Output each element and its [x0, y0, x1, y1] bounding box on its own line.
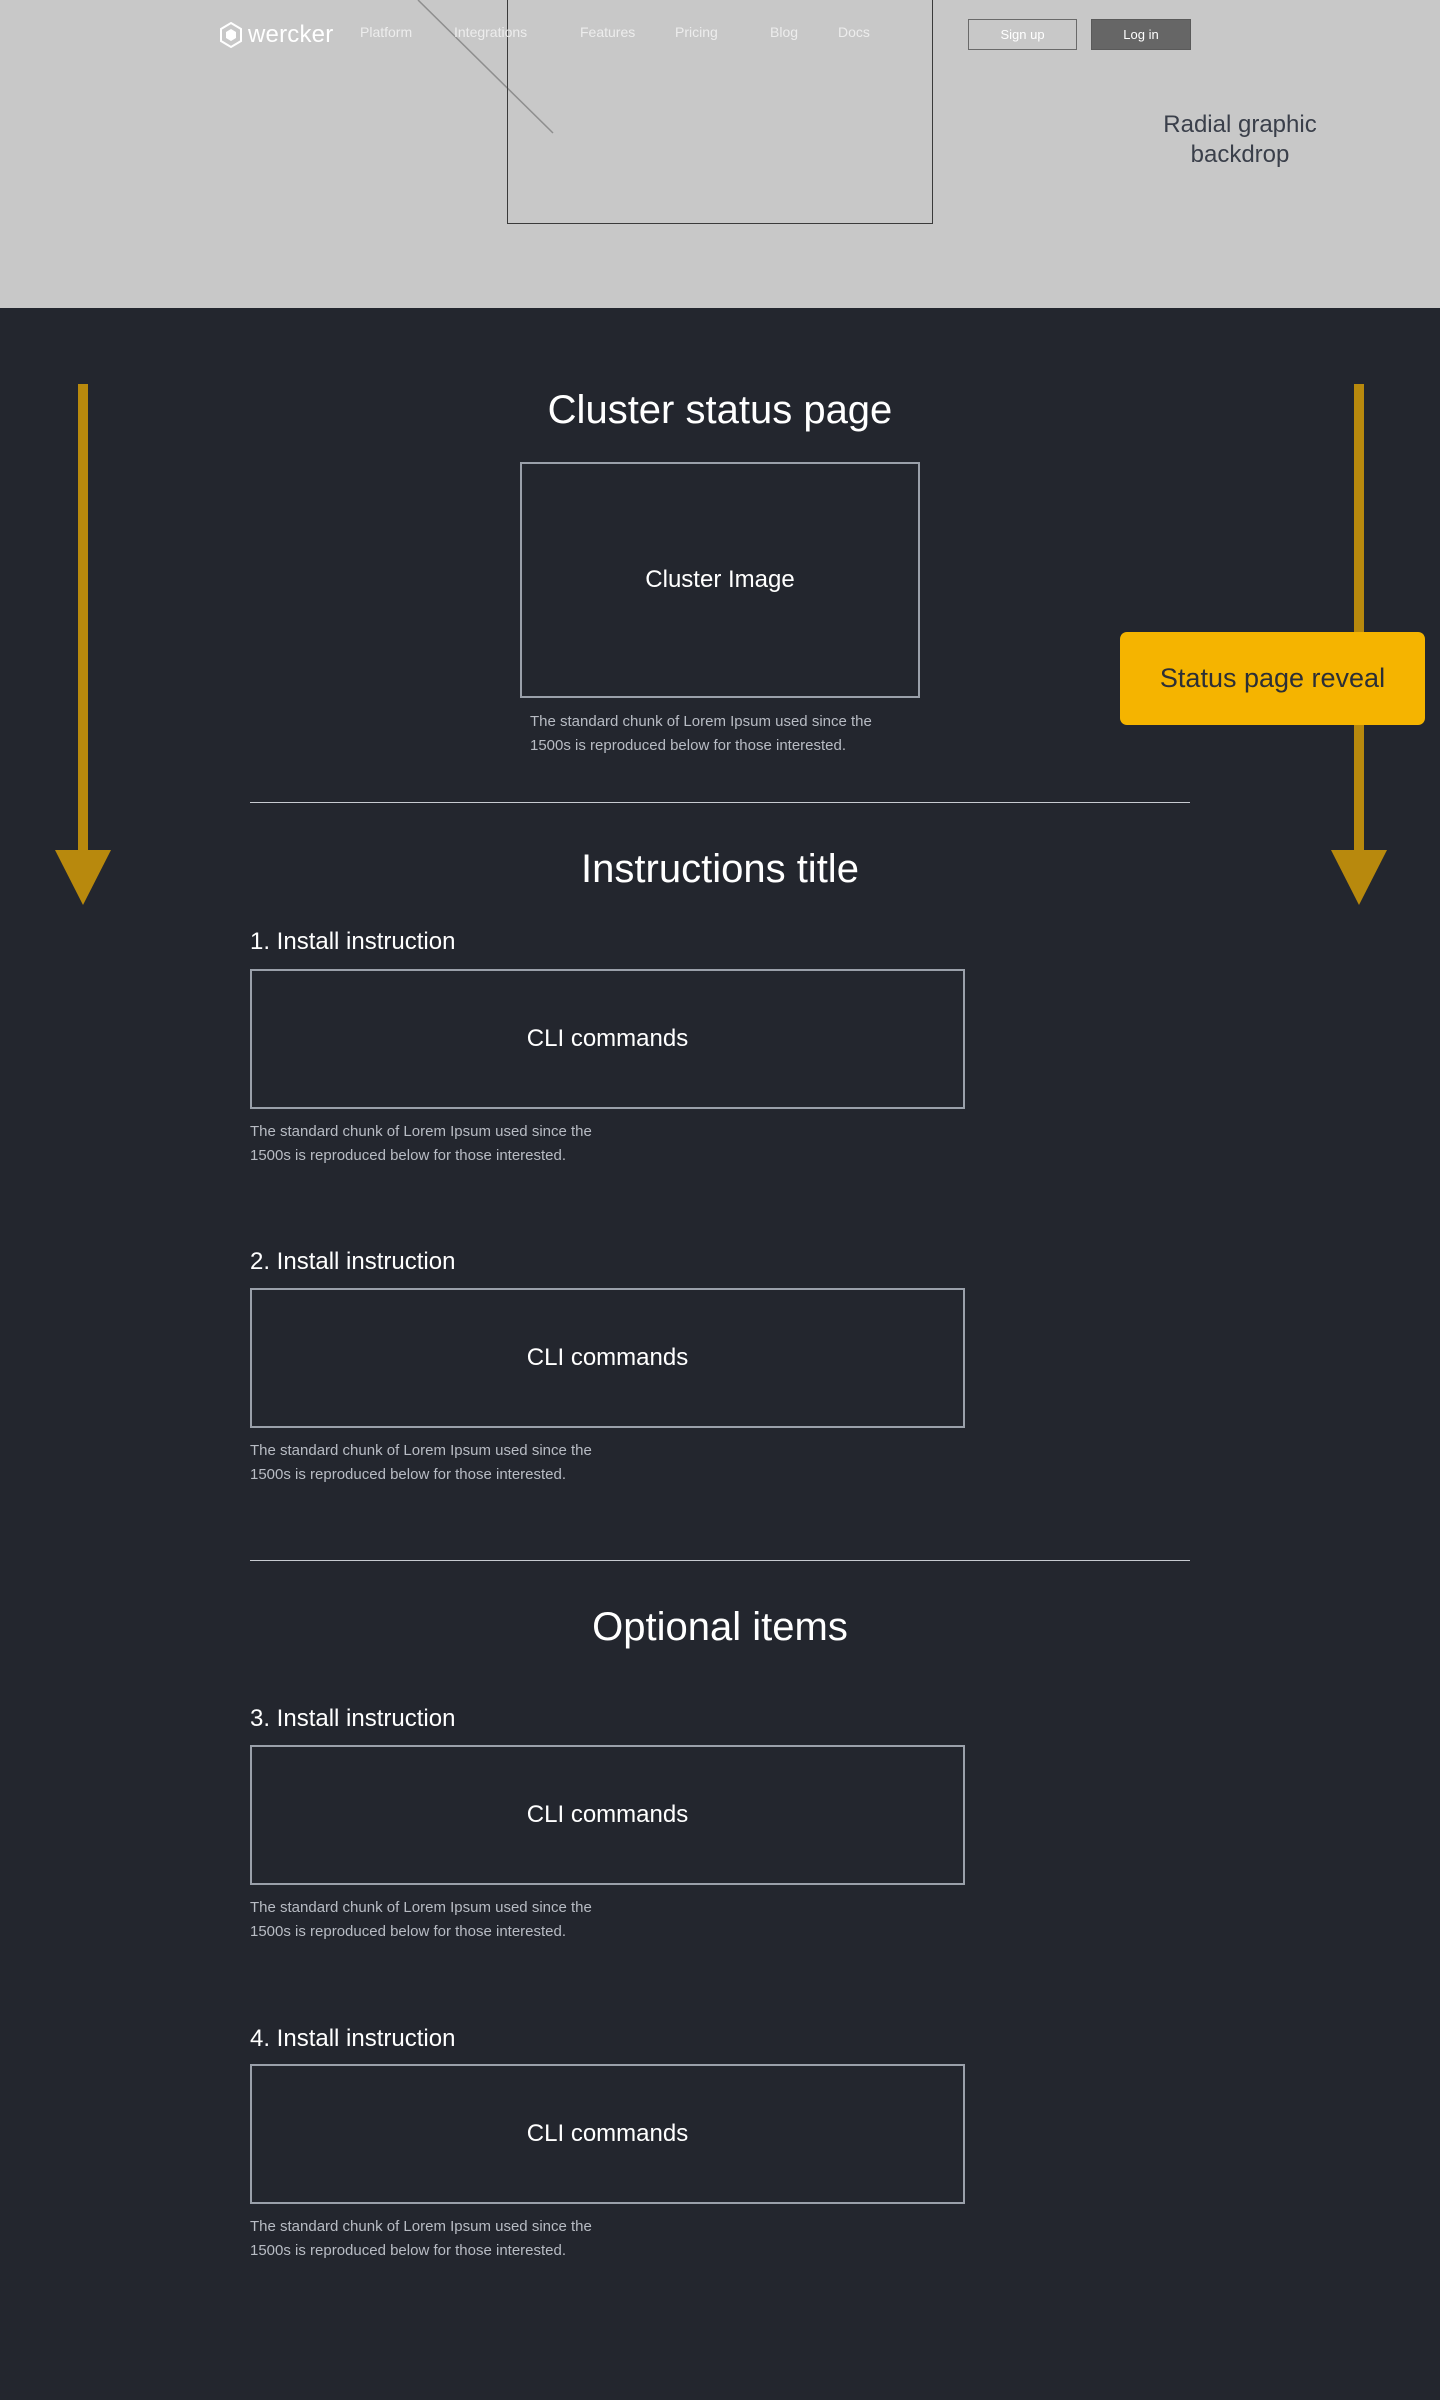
status-page-reveal-label: Status page reveal — [1159, 663, 1386, 693]
instruction-title: 4. Install instruction — [250, 2025, 456, 2052]
instruction-description: The standard chunk of Lorem Ipsum used s… — [250, 1442, 592, 1483]
cli-commands-label: CLI commands — [526, 1801, 689, 1828]
login-button[interactable]: Log in — [1091, 19, 1191, 50]
nav-link-platform[interactable]: Platform — [360, 24, 413, 40]
optional-section-title: Optional items — [592, 1605, 848, 1649]
cli-commands-box: CLI commands — [250, 1745, 965, 1885]
cli-commands-box: CLI commands — [250, 1288, 965, 1428]
instruction-title: 1. Install instruction — [250, 928, 456, 955]
instruction-description: The standard chunk of Lorem Ipsum used s… — [250, 2218, 592, 2259]
signup-button[interactable]: Sign up — [968, 19, 1077, 50]
decorative-diagonal-line — [417, 0, 554, 134]
section-divider — [250, 802, 1190, 803]
cli-commands-label: CLI commands — [526, 1344, 689, 1371]
cli-commands-box: CLI commands — [250, 2064, 965, 2204]
hero-graphic-frame — [507, 0, 933, 224]
instruction-description: The standard chunk of Lorem Ipsum used s… — [250, 1899, 592, 1940]
left-scroll-arrow-icon — [55, 384, 111, 905]
nav-link-docs[interactable]: Docs — [838, 24, 870, 40]
hero-backdrop-note: Radial graphic backdrop — [1163, 111, 1317, 168]
instruction-description: The standard chunk of Lorem Ipsum used s… — [250, 1123, 592, 1164]
nav-link-features[interactable]: Features — [580, 24, 636, 40]
hero-section: Radial graphic backdrop wercker Platform… — [0, 0, 1440, 308]
top-navigation: wercker Platform Integrations Features P… — [0, 0, 1440, 68]
cli-commands-box: CLI commands — [250, 969, 965, 1109]
logo-text: wercker — [248, 21, 334, 48]
cli-commands-label: CLI commands — [526, 2120, 689, 2147]
section-divider — [250, 1560, 1190, 1561]
nav-link-pricing[interactable]: Pricing — [675, 24, 718, 40]
wercker-hexagon-icon — [220, 22, 242, 48]
nav-link-integrations[interactable]: Integrations — [454, 24, 528, 40]
cli-commands-label: CLI commands — [526, 1025, 689, 1052]
instructions-section-title: Instructions title — [581, 847, 859, 891]
instruction-title: 3. Install instruction — [250, 1705, 456, 1732]
wercker-logo[interactable]: wercker — [220, 18, 333, 52]
right-scroll-arrow-icon — [1331, 384, 1387, 905]
instruction-title: 2. Install instruction — [250, 1248, 456, 1275]
cluster-image-label: Cluster Image — [645, 566, 795, 593]
nav-link-blog[interactable]: Blog — [770, 24, 799, 40]
cluster-image-placeholder: Cluster Image — [520, 462, 920, 698]
cluster-section-title: Cluster status page — [547, 388, 893, 432]
status-page-reveal-badge: Status page reveal — [1120, 632, 1425, 725]
cluster-description: The standard chunk of Lorem Ipsum used s… — [530, 713, 872, 754]
